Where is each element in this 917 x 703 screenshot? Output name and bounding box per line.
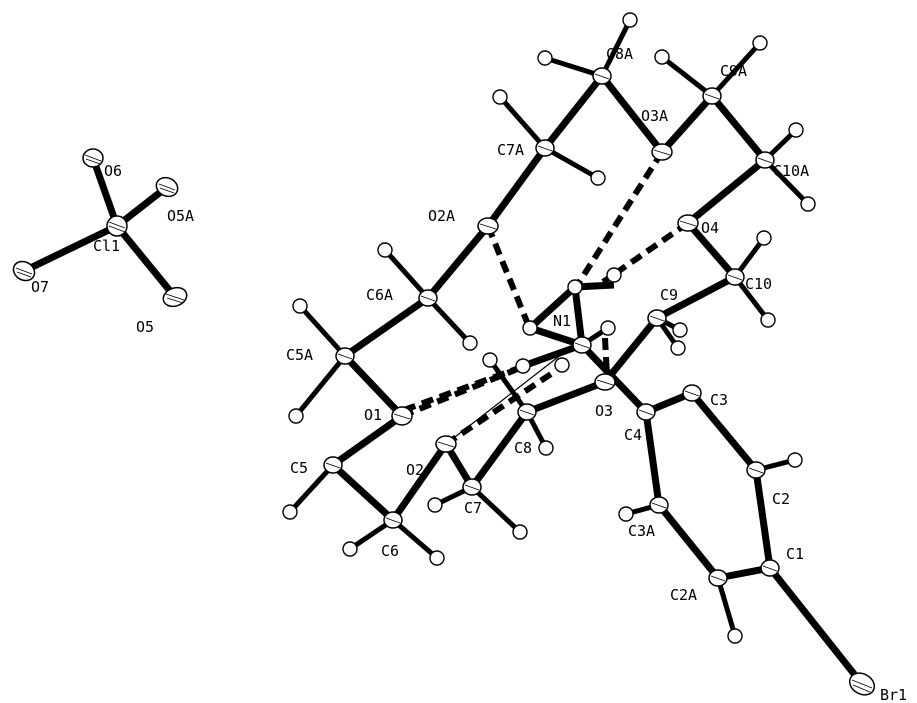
atom-C8A bbox=[592, 67, 612, 85]
label-C4: C4 bbox=[624, 426, 642, 444]
label-O4: O4 bbox=[701, 219, 719, 237]
atom-C10A bbox=[755, 151, 775, 169]
atom-C9 bbox=[647, 309, 667, 327]
atom-C2A bbox=[708, 569, 728, 587]
label-C8A: C8A bbox=[606, 45, 633, 63]
atom-O7 bbox=[12, 260, 36, 282]
atom-O4 bbox=[677, 214, 699, 232]
atom-C6 bbox=[383, 511, 403, 529]
label-Br1: Br1 bbox=[880, 686, 907, 703]
atom-Cl1 bbox=[106, 215, 128, 237]
label-O5A: O5A bbox=[167, 207, 194, 225]
label-C5A: C5A bbox=[286, 346, 313, 364]
label-C9: C9 bbox=[660, 286, 678, 304]
atom-O5A bbox=[155, 176, 179, 198]
atom-C5A bbox=[335, 347, 355, 365]
atom-C3 bbox=[682, 384, 702, 402]
perchlorate-bonds bbox=[22, 156, 178, 300]
label-C1: C1 bbox=[786, 545, 804, 563]
label-O7: O7 bbox=[31, 278, 49, 296]
label-C2: C2 bbox=[772, 490, 790, 508]
heavy-atoms bbox=[12, 67, 876, 696]
label-Cl1: Cl1 bbox=[93, 237, 120, 255]
atom-C5 bbox=[323, 456, 343, 474]
atom-C6A bbox=[418, 289, 438, 307]
label-C2A: C2A bbox=[670, 586, 697, 604]
atom-O2 bbox=[435, 435, 457, 453]
label-O6: O6 bbox=[104, 162, 122, 180]
atom-O3A bbox=[651, 143, 673, 161]
atom-C3A bbox=[649, 496, 669, 514]
atom-C1 bbox=[760, 559, 780, 577]
label-O1: O1 bbox=[364, 406, 382, 424]
label-O2A: O2A bbox=[428, 207, 455, 225]
atom-O2A bbox=[477, 217, 499, 235]
atom-O3 bbox=[594, 373, 616, 391]
hydrogen-bonds bbox=[400, 150, 690, 447]
atom-O5 bbox=[162, 286, 188, 308]
label-C6A: C6A bbox=[366, 286, 393, 304]
label-C9A: C9A bbox=[720, 62, 747, 80]
label-C7A: C7A bbox=[497, 141, 524, 159]
atom-labels: O6 O5A Cl1 O7 O5 C8A O3A C9A C7A C10A O2… bbox=[31, 45, 907, 703]
covalent-bonds bbox=[330, 73, 865, 687]
atom-O1 bbox=[391, 406, 413, 426]
atom-N1 bbox=[572, 336, 592, 354]
label-C10: C10 bbox=[745, 275, 772, 293]
atom-Br1 bbox=[848, 672, 876, 696]
atom-C7 bbox=[462, 478, 482, 496]
label-C3: C3 bbox=[710, 391, 728, 409]
label-O2: O2 bbox=[406, 461, 424, 479]
atom-C2 bbox=[746, 461, 766, 479]
label-C6: C6 bbox=[381, 542, 399, 560]
label-O3: O3 bbox=[595, 402, 613, 420]
label-C3A: C3A bbox=[628, 522, 655, 540]
atom-C10 bbox=[725, 268, 745, 286]
label-C7: C7 bbox=[464, 499, 482, 517]
label-N1: N1 bbox=[553, 312, 571, 330]
hydrogen-atom-bonds bbox=[288, 18, 810, 637]
atom-C4 bbox=[636, 403, 656, 421]
atom-C9A bbox=[702, 87, 722, 105]
label-O3A: O3A bbox=[641, 107, 668, 125]
atom-C7A bbox=[535, 139, 555, 157]
label-C10A: C10A bbox=[773, 162, 809, 180]
hydrogen-atoms bbox=[282, 12, 816, 644]
atom-O6 bbox=[82, 148, 104, 168]
label-O5: O5 bbox=[136, 318, 154, 336]
label-C8: C8 bbox=[514, 439, 532, 457]
label-C5: C5 bbox=[290, 459, 308, 477]
atom-C8 bbox=[517, 403, 537, 421]
